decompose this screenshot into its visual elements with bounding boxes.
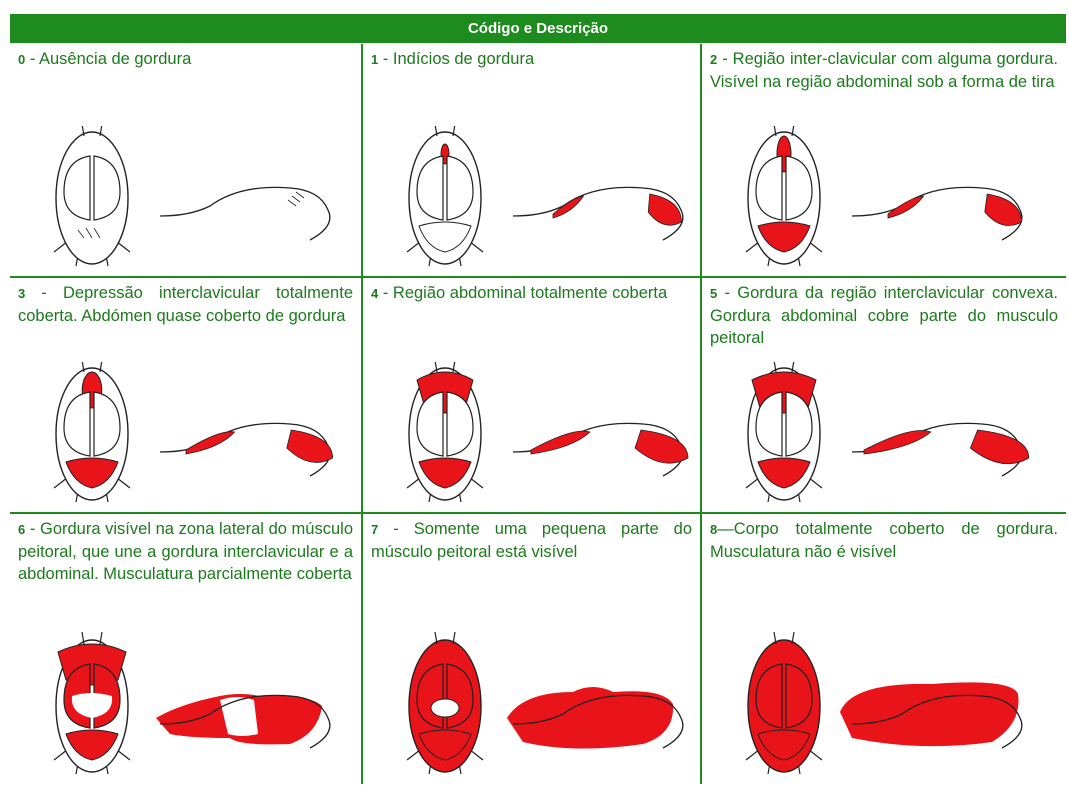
ventral-view <box>746 126 822 266</box>
score-description: 1 - Indícios de gordura <box>371 48 692 71</box>
side-view <box>160 187 330 240</box>
score-cell: 0 - Ausência de gordura <box>10 44 361 276</box>
side-view <box>840 682 1022 748</box>
score-description: 8—Corpo totalmente coberto de gordura. M… <box>710 518 1058 563</box>
ventral-view <box>54 362 130 502</box>
ventral-view <box>746 362 822 502</box>
table-header: Código e Descrição <box>10 14 1066 43</box>
score-cell: 4 - Região abdominal totalmente coberta <box>363 278 700 512</box>
bird-illustration <box>702 126 1032 276</box>
score-cell: 3 - Depressão interclavicular totalmente… <box>10 278 361 512</box>
score-description: 6 - Gordura visível na zona lateral do m… <box>18 518 353 585</box>
score-description: 0 - Ausência de gordura <box>18 48 353 71</box>
bird-illustration <box>702 614 1032 784</box>
ventral-view <box>407 362 483 502</box>
side-view <box>852 187 1022 240</box>
bird-illustration <box>363 126 693 276</box>
side-view <box>160 423 333 476</box>
score-description: 4 - Região abdominal totalmente coberta <box>371 282 692 305</box>
score-text: - Ausência de gordura <box>25 50 191 68</box>
score-text: - Gordura da região interclavicular conv… <box>710 284 1058 347</box>
ventral-view <box>54 632 130 774</box>
bird-illustration <box>363 614 693 784</box>
table-grid: 0 - Ausência de gordura 1 - Indícios de … <box>10 44 1066 784</box>
side-view <box>513 423 688 476</box>
score-description: 3 - Depressão interclavicular totalmente… <box>18 282 353 327</box>
score-cell: 8—Corpo totalmente coberto de gordura. M… <box>702 514 1066 784</box>
side-view <box>507 687 683 749</box>
score-description: 7 - Somente uma pequena parte do músculo… <box>371 518 692 563</box>
score-text: —Corpo totalmente coberto de gordura. Mu… <box>710 520 1058 561</box>
score-cell: 5 - Gordura da região interclavicular co… <box>702 278 1066 512</box>
bird-illustration <box>10 614 340 784</box>
score-text: - Somente uma pequena parte do músculo p… <box>371 520 692 561</box>
score-cell: 6 - Gordura visível na zona lateral do m… <box>10 514 361 784</box>
score-description: 5 - Gordura da região interclavicular co… <box>710 282 1058 349</box>
fat-score-table: Código e Descrição 0 - Ausência de gordu… <box>10 14 1066 784</box>
bird-illustration <box>10 126 340 276</box>
score-text: - Região inter-clavicular com alguma gor… <box>710 50 1058 91</box>
score-text: - Depressão interclavicular totalmente c… <box>18 284 353 325</box>
side-view <box>156 694 330 748</box>
ventral-view <box>54 126 130 266</box>
bird-illustration <box>363 362 693 512</box>
bird-illustration <box>702 362 1032 512</box>
score-text: - Indícios de gordura <box>378 50 534 68</box>
score-cell: 7 - Somente uma pequena parte do músculo… <box>363 514 700 784</box>
ventral-view <box>407 632 483 774</box>
score-text: - Gordura visível na zona lateral do mús… <box>18 520 353 583</box>
ventral-view <box>407 126 483 266</box>
score-description: 2 - Região inter-clavicular com alguma g… <box>710 48 1058 93</box>
bird-illustration <box>10 362 340 512</box>
score-cell: 1 - Indícios de gordura <box>363 44 700 276</box>
ventral-view <box>746 632 822 774</box>
score-cell: 2 - Região inter-clavicular com alguma g… <box>702 44 1066 276</box>
side-view <box>513 187 683 240</box>
score-text: - Região abdominal totalmente coberta <box>378 284 667 302</box>
side-view <box>852 423 1029 476</box>
